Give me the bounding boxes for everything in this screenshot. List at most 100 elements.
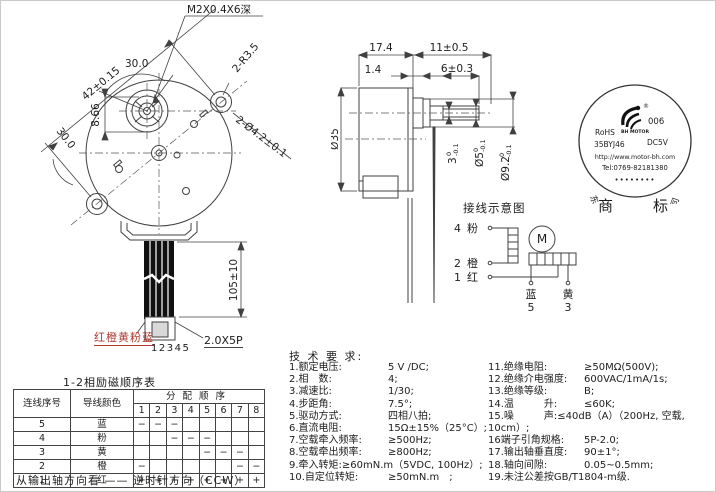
stamp-model: 35BYJ46 — [594, 140, 625, 149]
tech-item-label: 12.绝缘介电强度: — [488, 374, 568, 386]
svg-text:3: 3 — [447, 157, 459, 164]
table-cell — [149, 445, 167, 460]
terminal-3-num: 3 — [565, 301, 572, 314]
tech-requirement-item: 15.噪 声:≤40dB（A）（200Hz, 空载, 10cm）; — [488, 411, 715, 435]
side-dimension-texts: 17.4 11±0.5 1.4 6±0.3 Ø35 3 0 -0.1 Ø5 0 … — [331, 42, 513, 181]
tech-item-label: 1.额定电压: — [289, 362, 342, 373]
tech-item-label: 2.相 数: — [289, 374, 332, 386]
svg-text:0: 0 — [445, 152, 453, 156]
tech-requirements-left-column: 1.额定电压:5 V /DC;2.相 数:4;3.减速比:1/30;4.步距角:… — [289, 362, 488, 484]
terminal-5-color: 蓝 — [526, 288, 537, 301]
motor-symbol: M — [537, 232, 547, 246]
tech-requirement-item: 11.绝缘电阻:≥50MΩ(500V); — [488, 362, 715, 374]
table-cell: − — [198, 445, 216, 460]
step-header-cell: 4 — [182, 403, 200, 418]
step-header-cell: 8 — [247, 403, 266, 418]
tech-item-label: 14.温 升: — [488, 398, 558, 410]
wiring-lines — [487, 225, 577, 286]
table-cell — [182, 445, 200, 460]
tech-item-value: ≥800Hz; — [388, 447, 432, 459]
stamp-dots: •••••••• — [614, 176, 655, 184]
tech-item-label: 15.噪 声: — [488, 410, 558, 422]
svg-text:Ø9.2: Ø9.2 — [500, 156, 512, 181]
connector-spec-label: 2.0X5P — [204, 334, 243, 348]
terminal-4-color: 粉 — [467, 222, 478, 235]
table-cell — [198, 417, 216, 432]
svg-text:0: 0 — [498, 153, 506, 157]
wire-colors-label: 红橙黄粉蓝 — [94, 331, 154, 346]
svg-text:-0.1: -0.1 — [505, 144, 513, 157]
tech-item-value: 0.05~0.5mm; — [584, 459, 654, 471]
table-cell: 5 — [13, 417, 71, 432]
step-header-cell: 3 — [165, 403, 184, 418]
dim-body-width: 17.4 — [369, 42, 393, 54]
step-header-cell: 7 — [231, 403, 249, 418]
side-view-drawing: 17.4 11±0.5 1.4 6±0.3 Ø35 3 0 -0.1 Ø5 0 … — [331, 42, 517, 304]
table-cell — [231, 417, 249, 432]
tech-item-label: 17.输出轴垂直度: — [488, 447, 568, 459]
wiring-labels: M 4 粉 2 橙 1 红 蓝 5 黄 3 — [454, 222, 574, 314]
tech-item-value: ≤60K; — [584, 398, 616, 410]
tech-item-label: 7.空载牵入频率: — [289, 435, 362, 447]
dim-body-diameter: Ø35 — [331, 128, 341, 150]
table-cell — [165, 445, 184, 460]
dim-tol-shaft: Ø5 0 -0.1 — [472, 139, 487, 167]
tech-requirement-item: 2.相 数: 4; — [289, 374, 488, 386]
tech-item-label: 16端子引角规格: — [488, 435, 565, 447]
tech-requirement-item: 6.直流电阻: 15Ω±15%（25°C）; — [289, 423, 488, 435]
tech-item-value: ≥500Hz; — [388, 435, 432, 447]
stamp-website: http://www.motor-bh.com — [595, 154, 675, 161]
tech-requirement-item: 1.额定电压:5 V /DC; — [289, 362, 488, 374]
table-cell — [132, 431, 151, 446]
tech-requirement-item: 12.绝缘介电强度:600VAC/1mA/1s; — [488, 374, 715, 386]
tech-item-label: 18.轴向间隙: — [488, 459, 548, 471]
step-header-cell: 2 — [149, 403, 167, 418]
tech-item-label: 11.绝缘电阻: — [488, 362, 548, 373]
col-header-wire-num: 连线序号 — [13, 389, 71, 418]
terminal-2-num: 2 — [454, 257, 461, 270]
rotation-direction-note: 从输出轴方向看 —— 逆时针方向（CCW） — [16, 474, 247, 487]
dim-tol-boss: Ø9.2 0 -0.1 — [498, 144, 513, 181]
step-header-cell: 6 — [214, 403, 233, 418]
tech-item-value: 4; — [388, 374, 398, 386]
tech-requirement-item: 8.空载牵出频率:≥800Hz; — [289, 447, 488, 459]
table-cell: 3 — [13, 445, 71, 460]
wiring-schematic: M 4 粉 2 橙 1 红 蓝 5 黄 3 — [454, 222, 577, 314]
tech-item-value: ≥50mN.m ; — [388, 471, 453, 483]
tech-requirement-item: 10.自定位转矩:≥50mN.m ; — [289, 472, 488, 484]
tech-requirements-title: 技 术 要 求: — [289, 350, 364, 363]
svg-text:-0.1: -0.1 — [479, 139, 487, 152]
table-cell: − — [182, 431, 200, 446]
table-cell: − — [165, 431, 184, 446]
front-view-drawing: M2X0.4X6深 42±0.15 30.0 2-R3.5 2-Ø4.2±0.1… — [40, 4, 292, 341]
table-cell — [214, 431, 233, 446]
terminal-2-color: 橙 — [467, 256, 478, 270]
dim-flange: 1.4 — [365, 64, 382, 76]
tech-item-value: 5P-2.0; — [584, 435, 620, 447]
wiring-diagram-title: 接线示意图 — [463, 201, 526, 215]
table-cell: − — [165, 417, 184, 432]
table-cell: − — [214, 445, 233, 460]
terminal-3-color: 黄 — [563, 287, 574, 301]
terminal-4-num: 4 — [454, 222, 461, 235]
tech-requirement-item: 18.轴向间隙: 0.05~0.5mm; — [488, 460, 715, 472]
stamp-voltage: DC5V — [647, 138, 669, 147]
tech-item-value: 15Ω±15%（25°C）; — [388, 423, 488, 435]
table-cell: + — [182, 473, 200, 488]
tech-requirement-item: 5.驱动方式:四相八拍; — [289, 411, 488, 423]
wire-bundle — [136, 241, 204, 341]
tech-item-value: 四相八拍; — [388, 410, 432, 422]
tech-item-label: 6.直流电阻: — [289, 423, 342, 435]
tech-item-label: 19.未注公差按GB/T1804-m级. — [488, 471, 630, 483]
table-cell: − — [198, 431, 216, 446]
pin-numbers-label: 12345 — [151, 343, 191, 354]
stamp-code: 006 — [648, 117, 664, 127]
table-cell: + — [214, 473, 233, 488]
tech-requirement-item: 4.步距角:7.5°; — [289, 399, 488, 411]
side-dimension-lines — [337, 51, 517, 193]
table-cell — [247, 445, 266, 460]
dim-corner-radius: 2-R3.5 — [230, 41, 261, 75]
table-header-row: 连线序号 导线颜色 分配顺序 — [13, 389, 265, 418]
